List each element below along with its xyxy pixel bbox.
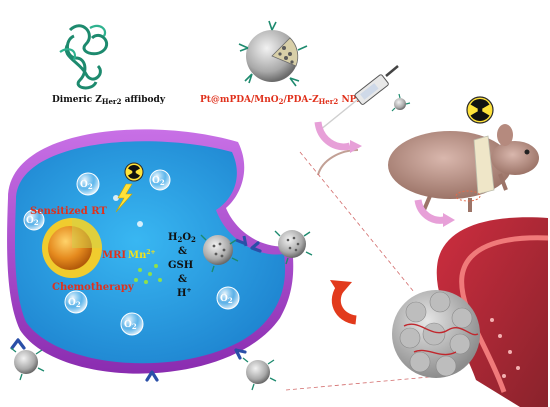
gsh-label: GSH <box>168 260 193 271</box>
pink-arrow-icon <box>314 121 455 227</box>
nanoparticle-small-icon <box>391 93 411 112</box>
affibody-protein-icon <box>59 24 109 90</box>
tumor-icon <box>392 290 480 378</box>
o2-label-4: O2 <box>220 294 233 305</box>
nanoparticle-free-icon <box>274 230 313 265</box>
h2o2-label: H2O2 <box>168 232 196 244</box>
mri-label: MRI <box>102 250 126 261</box>
sensitized-rt-label: Sensitized RT <box>30 206 107 217</box>
radiation-small-icon <box>124 162 144 182</box>
radiation-icon <box>466 96 494 124</box>
and-label-1: & <box>178 246 187 257</box>
mouse-icon <box>317 124 539 212</box>
chemotherapy-label: Chemotherapy <box>52 282 135 293</box>
affibody-label: Dimeric ZHer2 affibody <box>52 95 166 106</box>
nanoparticle-icon <box>238 20 308 87</box>
blood-vessel-icon <box>436 217 549 407</box>
o2-label-5: O2 <box>68 298 81 309</box>
nanoparticle-label: Pt@mPDA/MnO2/PDA-ZHer2 NPs <box>200 95 362 106</box>
oxygen-bubble-icon <box>23 169 240 336</box>
h-plus-label: H+ <box>177 287 191 299</box>
core-shell-particle <box>42 218 102 278</box>
nanoparticle-bound-icon <box>200 234 248 273</box>
drug-dots <box>134 264 162 284</box>
and-label-2: & <box>178 274 187 285</box>
lightning-icon <box>115 183 133 213</box>
mn-label: Mn2+ <box>128 249 156 261</box>
o2-label-6: O2 <box>124 320 137 331</box>
nanoparticle-bottom-left-icon <box>10 347 45 381</box>
receptor-icon <box>10 241 262 382</box>
o2-label-3: O2 <box>26 216 39 227</box>
red-arrow-icon <box>330 280 357 325</box>
o2-label-2: O2 <box>152 176 165 187</box>
syringe-icon <box>319 65 399 131</box>
nanoparticle-bottom-right-icon <box>242 357 277 391</box>
o2-label-1: O2 <box>80 180 93 191</box>
